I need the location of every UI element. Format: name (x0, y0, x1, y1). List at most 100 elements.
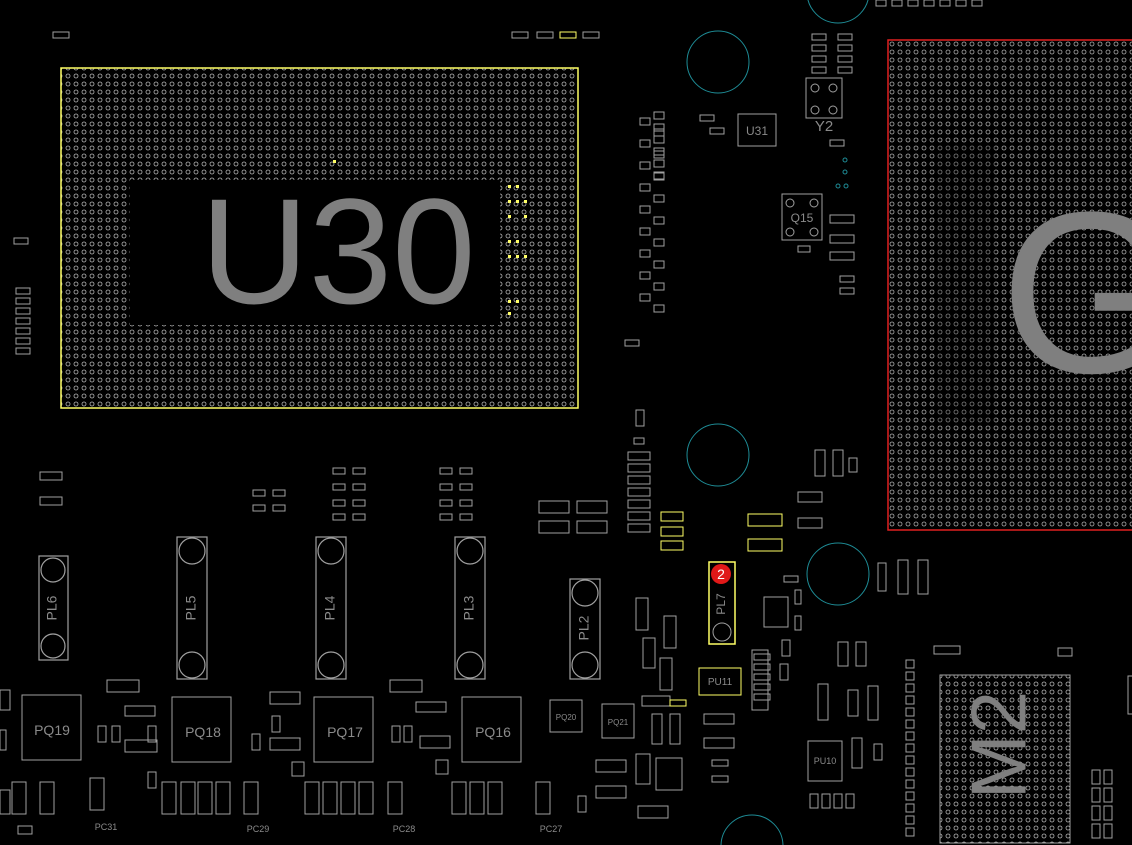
passive-part (651, 713, 663, 745)
passive-part (809, 793, 819, 809)
passive-part (971, 0, 983, 7)
passive-part (559, 31, 577, 39)
via (835, 183, 841, 189)
passive-part (1103, 787, 1113, 803)
inductor-pl5[interactable] (176, 536, 208, 680)
passive-part (439, 499, 453, 507)
passive-part (459, 513, 473, 521)
passive-part (1091, 805, 1101, 821)
passive-part (905, 707, 915, 717)
passive-part (905, 695, 915, 705)
mounting-hole (686, 423, 750, 487)
passive-part (576, 520, 608, 534)
u30-label: U30 (200, 167, 475, 335)
passive-part (352, 513, 366, 521)
passive-part (653, 216, 665, 225)
passive-part (855, 641, 867, 667)
passive-part (839, 287, 855, 295)
inductor-pl3[interactable] (454, 536, 486, 680)
passive-part (794, 589, 802, 605)
pq18-outline[interactable] (171, 696, 232, 763)
gpu-label: G (1000, 164, 1132, 421)
via (843, 183, 849, 189)
passive-part (340, 781, 356, 815)
passive-part (639, 227, 651, 236)
passive-part (797, 491, 823, 503)
passive-part (711, 775, 729, 783)
pc28-label: PC28 (393, 824, 416, 834)
passive-part (699, 114, 715, 122)
marker-2[interactable]: 2 (711, 564, 731, 584)
inductor-pl2[interactable] (569, 578, 601, 680)
mounting-hole (807, 0, 869, 24)
pq19-outline[interactable] (21, 694, 82, 761)
passive-part (419, 735, 451, 749)
y2-outline[interactable] (805, 77, 843, 119)
passive-part (653, 135, 665, 144)
u31-outline[interactable] (737, 113, 777, 147)
passive-part (1103, 769, 1113, 785)
passive-part (905, 659, 915, 669)
passive-part (291, 761, 305, 777)
passive-part (439, 513, 453, 521)
m2-chip[interactable]: M2 (939, 674, 1071, 844)
inductor-pl4[interactable] (315, 536, 347, 680)
u30-chip[interactable]: U30 (60, 67, 579, 409)
passive-part (653, 147, 665, 156)
passive-part (639, 205, 651, 214)
pq20-outline[interactable] (549, 699, 583, 733)
mounting-hole (686, 30, 750, 94)
passive-part (829, 234, 855, 244)
passive-part (627, 475, 651, 485)
pu10-outline[interactable] (807, 740, 843, 782)
passive-part (635, 409, 645, 427)
pq20-label: PQ20 (556, 713, 577, 722)
pu11-label: PU11 (708, 677, 733, 688)
passive-part (439, 513, 453, 521)
passive-part (15, 317, 31, 325)
passive-part (660, 540, 684, 551)
passive-part (39, 781, 55, 815)
passive-part (624, 339, 640, 347)
passive-part (797, 245, 811, 253)
passive-part (763, 596, 789, 628)
pq16-outline[interactable] (461, 696, 522, 763)
pq19-label: PQ19 (34, 722, 70, 738)
passive-part (358, 781, 374, 815)
passive-part (923, 0, 935, 7)
passive-part (663, 615, 677, 649)
passive-part (536, 31, 554, 39)
passive-part (1127, 675, 1132, 715)
passive-part (829, 251, 855, 261)
inductor-pl7[interactable]: PL7 (708, 561, 736, 645)
m2-label: M2 (955, 691, 1043, 799)
passive-part (642, 637, 656, 669)
passive-part (653, 304, 665, 313)
pq21-outline[interactable] (601, 703, 635, 739)
passive-part (459, 499, 473, 507)
passive-part (459, 513, 473, 521)
inductor-pl6[interactable] (38, 555, 69, 661)
passive-part (639, 293, 651, 302)
passive-part (1091, 823, 1101, 839)
passive-part (811, 44, 827, 52)
passive-part (469, 781, 485, 815)
passive-part (39, 471, 63, 481)
passive-part (905, 815, 915, 825)
pq17-outline[interactable] (313, 696, 374, 763)
gpu-chip[interactable]: G (887, 39, 1132, 531)
passive-part (215, 781, 231, 815)
passive-part (124, 705, 156, 717)
passive-part (439, 513, 453, 521)
passive-part (97, 725, 107, 743)
passive-part (11, 781, 27, 815)
passive-part (635, 597, 649, 631)
passive-part (794, 615, 802, 631)
q15-outline[interactable] (781, 193, 823, 241)
pu11-outline[interactable] (698, 667, 742, 696)
passive-part (747, 513, 783, 527)
passive-part (639, 271, 651, 280)
